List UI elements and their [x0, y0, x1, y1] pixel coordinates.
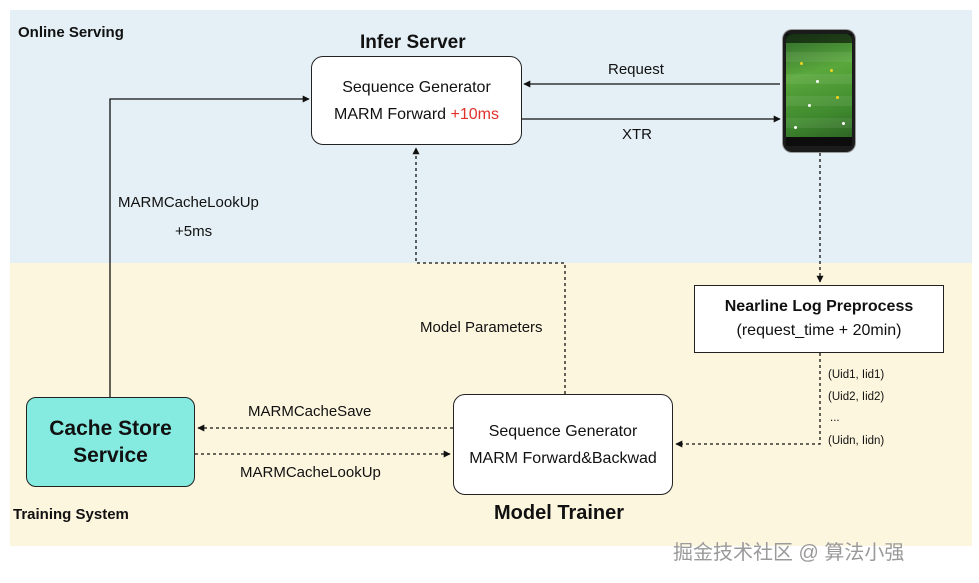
xtr-label: XTR — [622, 126, 652, 143]
infer-server-box: Sequence Generator MARM Forward +10ms — [311, 56, 522, 145]
trainer-sequence-generator: Sequence Generator — [488, 422, 638, 440]
model-trainer-box: Sequence Generator MARM Forward&Backwad — [453, 394, 673, 495]
mobile-phone-icon — [783, 30, 855, 152]
infer-sequence-generator: Sequence Generator — [342, 78, 491, 96]
nearline-log-preprocess-box: Nearline Log Preprocess (request_time + … — [694, 285, 944, 353]
cache-store-line1: Cache Store — [49, 417, 172, 440]
cache-lookup-online-arrow — [109, 95, 310, 397]
marm-cache-lookup-training-label: MARMCacheLookUp — [240, 464, 381, 481]
infer-marm-forward-label: MARM Forward — [334, 105, 447, 123]
lookup-latency-label: +5ms — [175, 223, 213, 240]
sample-2: (Uid2, Iid2) — [828, 391, 885, 403]
watermark: 掘金技术社区 @ 算法小强 — [673, 542, 905, 564]
marm-cache-save-label: MARMCacheSave — [248, 403, 372, 420]
nearline-subtitle: (request_time + 20min) — [736, 322, 902, 339]
infer-marm-forward: MARM Forward +10ms — [334, 101, 499, 128]
marm-cache-lookup-online-label: MARMCacheLookUp — [118, 194, 259, 211]
trainer-marm-forward-backward: MARM Forward&Backwad — [469, 449, 657, 467]
request-label: Request — [608, 61, 664, 78]
online-serving-label: Online Serving — [18, 24, 124, 41]
nearline-title: Nearline Log Preprocess — [724, 298, 914, 315]
samples-to-trainer-arrow — [675, 353, 821, 448]
infer-server-title: Infer Server — [360, 32, 466, 53]
infer-latency: +10ms — [450, 105, 499, 123]
sample-n: (Uidn, Iidn) — [828, 435, 885, 447]
model-parameters-label: Model Parameters — [420, 319, 543, 336]
model-trainer-title: Model Trainer — [494, 502, 625, 524]
model-parameters-arrow — [412, 147, 566, 394]
cache-store-line2: Service — [73, 444, 148, 467]
cache-store-service-box: Cache Store Service — [26, 397, 195, 487]
sample-1: (Uid1, Iid1) — [828, 369, 885, 381]
sample-ellipsis: ... — [830, 412, 840, 424]
training-system-label: Training System — [13, 506, 129, 523]
